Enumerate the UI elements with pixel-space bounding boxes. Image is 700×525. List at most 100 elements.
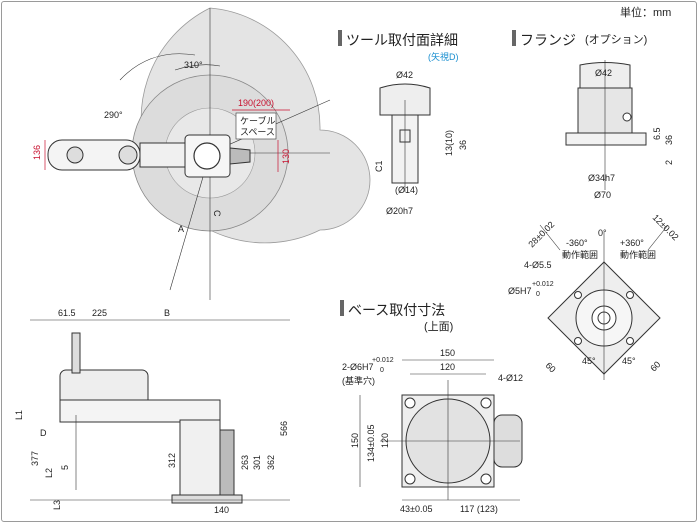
arm-2 bbox=[139, 142, 186, 168]
angle-290: 290° bbox=[104, 110, 123, 120]
dim-362: 362 bbox=[266, 455, 276, 470]
dim-301: 301 bbox=[252, 455, 262, 470]
flange-plate bbox=[565, 132, 647, 146]
dim-136: 136 bbox=[32, 145, 42, 160]
unit-note: 単位：mm bbox=[620, 5, 671, 19]
heading-base-mount: ベース取付寸法 bbox=[348, 302, 445, 318]
flange-hole-tol-top: +0.012 bbox=[532, 281, 554, 288]
base-hole-tol-top: +0.012 bbox=[372, 357, 394, 364]
flange-rot-plus: +360° bbox=[620, 238, 644, 248]
angle-310: 310° bbox=[184, 60, 203, 70]
heading-flange: フランジ bbox=[520, 32, 576, 48]
tol-12-leader bbox=[647, 224, 669, 251]
heading-bar-base bbox=[340, 300, 344, 316]
flange-angle-45-right: 45° bbox=[622, 356, 636, 366]
flange-dim-65: 6.5 bbox=[652, 127, 662, 140]
flange-phi42: Ø42 bbox=[595, 68, 612, 78]
flange-rotation-view: 28±0.02 12±0.02 0° -360° 動作範囲 +360° 動作範囲… bbox=[508, 212, 681, 380]
heading-bar-tool bbox=[338, 30, 342, 46]
arc-310 bbox=[174, 64, 221, 71]
base-cable bbox=[219, 429, 235, 501]
tool-c1: C1 bbox=[374, 160, 384, 172]
dim-312: 312 bbox=[167, 453, 177, 468]
base-dim-117: 117 (123) bbox=[460, 504, 498, 514]
flange-dim-2: 2 bbox=[664, 160, 674, 165]
flange-range-left: 動作範囲 bbox=[562, 249, 598, 260]
tool-dim-36: 36 bbox=[458, 140, 468, 150]
reach-190: 190(200) bbox=[238, 98, 274, 108]
base-holes-4: 4-Ø12 bbox=[498, 373, 523, 383]
label-l2: L2 bbox=[44, 468, 54, 478]
dim-225: 225 bbox=[92, 308, 107, 318]
flange-hole-2 bbox=[626, 291, 634, 299]
dim-566: 566 bbox=[279, 421, 289, 436]
tool-dim-1310: 13(10) bbox=[444, 130, 454, 156]
base-dim-134: 134±0.05 bbox=[366, 425, 376, 462]
flange-rot-minus: -360° bbox=[566, 238, 588, 248]
connector bbox=[229, 147, 251, 165]
shaft-side bbox=[71, 332, 81, 374]
tool-phi20h7: Ø20h7 bbox=[386, 206, 413, 216]
base-column bbox=[179, 419, 221, 501]
flange-tol-12: 12±0.02 bbox=[651, 212, 681, 242]
side-view: 61.5 225 B L1 D 377 L2 L3 5 312 263 301 … bbox=[14, 308, 290, 515]
dim-615: 61.5 bbox=[58, 308, 76, 318]
shaft-circle bbox=[193, 142, 221, 170]
base-hole-tol-bot: 0 bbox=[380, 367, 384, 374]
base-dim-150-left: 150 bbox=[350, 433, 360, 448]
flange-phi70: Ø70 bbox=[594, 190, 611, 200]
base-dim-43: 43±0.05 bbox=[400, 504, 432, 514]
tol-28-leader bbox=[539, 224, 561, 251]
heading-base-view: (上面) bbox=[424, 320, 453, 333]
tool-mount-detail: ツール取付面詳細 (矢視D) Ø42 36 13(10) C1 (Ø14) Ø2… bbox=[338, 30, 468, 216]
cable-space-2: スペース bbox=[240, 127, 275, 137]
dim-130: 130 bbox=[281, 149, 291, 164]
top-view: 136 130 310° 290° 190(200) ケーブル スペース A C bbox=[32, 7, 371, 300]
flange-hole-3 bbox=[574, 337, 582, 345]
flange-holes-4: 4-Ø5.5 bbox=[524, 260, 552, 270]
label-b: B bbox=[164, 308, 170, 318]
cable-space-box bbox=[235, 112, 277, 140]
dim-140: 140 bbox=[214, 505, 229, 515]
heading-flange-option: (オプション) bbox=[585, 33, 647, 46]
flange-dim-36: 36 bbox=[664, 135, 674, 145]
base-dim-120-top: 120 bbox=[440, 362, 455, 372]
heading-tool-mount: ツール取付面詳細 bbox=[346, 32, 458, 48]
flange-hole-tol-bot: 0 bbox=[536, 291, 540, 298]
flange-dim-60-left: 60 bbox=[544, 360, 558, 374]
dim-263: 263 bbox=[240, 455, 250, 470]
base-hole-bl bbox=[404, 473, 416, 485]
flange-tol-28: 28±0.02 bbox=[526, 219, 556, 249]
joint-2 bbox=[118, 145, 138, 165]
tool-phi42: Ø42 bbox=[396, 70, 413, 80]
flange-dim-60-right: 60 bbox=[648, 359, 662, 373]
flange-range-right: 動作範囲 bbox=[620, 249, 656, 260]
flange-angle-45-left: 45° bbox=[582, 356, 596, 366]
base-hole-br bbox=[480, 473, 492, 485]
base-hole-tl bbox=[404, 397, 416, 409]
arc-290 bbox=[119, 53, 196, 81]
heading-tool-view: (矢視D) bbox=[428, 51, 459, 62]
base-datum: (基準穴) bbox=[342, 375, 375, 386]
label-d: D bbox=[40, 428, 47, 438]
label-l1: L1 bbox=[14, 410, 24, 420]
flange-angle-0: 0° bbox=[598, 228, 607, 238]
label-a: A bbox=[178, 224, 184, 234]
joint-1 bbox=[66, 146, 84, 164]
flange-hole-1 bbox=[574, 291, 582, 299]
flange-bolt bbox=[622, 112, 632, 122]
base-dim-120-left: 120 bbox=[380, 433, 390, 448]
flange-phi34h7: Ø34h7 bbox=[588, 173, 615, 183]
dim-5: 5 bbox=[60, 465, 70, 470]
base-plate bbox=[171, 494, 243, 504]
heading-bar-flange bbox=[512, 30, 516, 46]
flange-detail: フランジ (オプション) Ø42 36 6.5 2 Ø34h7 Ø70 bbox=[512, 30, 674, 200]
dim-377: 377 bbox=[30, 451, 40, 466]
base-dim-150-top: 150 bbox=[440, 348, 455, 358]
tool-top-body bbox=[379, 83, 431, 116]
label-l3: L3 bbox=[52, 500, 62, 510]
label-c: C bbox=[212, 210, 222, 217]
arm-side-lower bbox=[59, 399, 221, 423]
